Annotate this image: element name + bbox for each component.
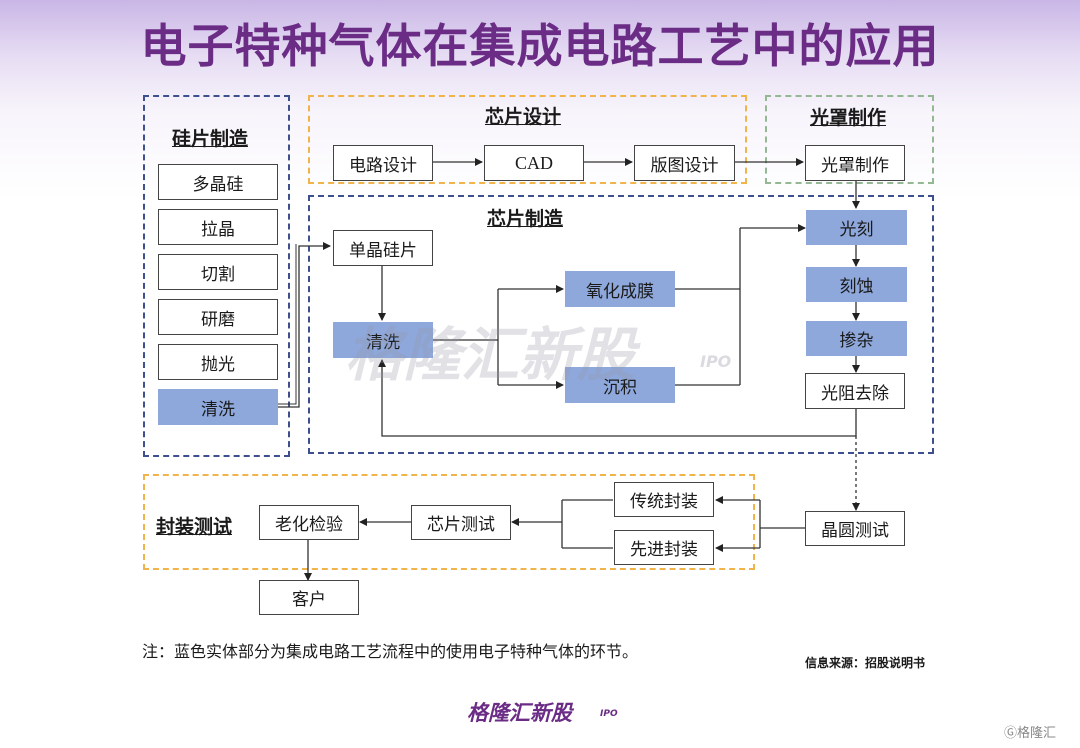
heading-package: 封装测试 <box>156 516 233 538</box>
region-mask <box>765 95 934 184</box>
node-etching: 刻蚀 <box>806 267 907 302</box>
node-deposition: 沉积 <box>565 367 675 403</box>
corner-watermark: Ⓖ格隆汇 <box>1004 726 1057 741</box>
heading-mask: 光罩制作 <box>810 107 887 129</box>
node-cutting: 切割 <box>158 254 278 290</box>
source-note: 信息来源：招股说明书 <box>805 656 926 670</box>
node-advanced-packaging: 先进封装 <box>614 530 714 565</box>
node-cleaning-wafer: 清洗 <box>158 389 278 425</box>
node-polishing: 抛光 <box>158 344 278 380</box>
brand-logo: 格隆汇新股 <box>467 701 572 725</box>
footnote: 注：蓝色实体部分为集成电路工艺流程中的使用电子特种气体的环节。 <box>142 642 639 661</box>
node-chip-test: 芯片测试 <box>411 505 511 540</box>
node-oxidation: 氧化成膜 <box>565 271 675 307</box>
node-mask-making: 光罩制作 <box>805 145 905 181</box>
heading-wafer: 硅片制造 <box>172 128 249 150</box>
node-single-crystal-wafer: 单晶硅片 <box>333 230 433 266</box>
node-wafer-test: 晶圆测试 <box>805 511 905 546</box>
page-title: 电子特种气体在集成电路工艺中的应用 <box>140 19 940 73</box>
node-grinding: 研磨 <box>158 299 278 335</box>
node-layout-design: 版图设计 <box>634 145 735 181</box>
brand-logo-sub: IPO <box>600 709 618 719</box>
watermark: 格隆汇新股 <box>345 321 636 389</box>
watermark-sub: IPO <box>700 352 732 371</box>
node-crystal-pulling: 拉晶 <box>158 209 278 245</box>
node-doping: 掺杂 <box>806 321 907 356</box>
loop-back-to-clean <box>378 359 857 437</box>
line-wafer-to-fab <box>278 242 331 408</box>
heading-fab: 芯片制造 <box>487 208 564 230</box>
node-cleaning-fab: 清洗 <box>333 322 433 358</box>
node-lithography: 光刻 <box>806 210 907 245</box>
region-wafer <box>143 95 290 457</box>
node-traditional-packaging: 传统封装 <box>614 482 714 517</box>
node-customer: 客户 <box>259 580 359 615</box>
node-polysilicon: 多晶硅 <box>158 164 278 200</box>
heading-design: 芯片设计 <box>485 106 562 128</box>
region-design <box>308 95 747 184</box>
region-fab <box>308 195 934 454</box>
node-circuit-design: 电路设计 <box>333 145 433 181</box>
node-cad: CAD <box>484 145 584 181</box>
node-resist-removal: 光阻去除 <box>805 373 905 409</box>
node-burn-in: 老化检验 <box>259 505 359 540</box>
region-package <box>143 474 755 570</box>
